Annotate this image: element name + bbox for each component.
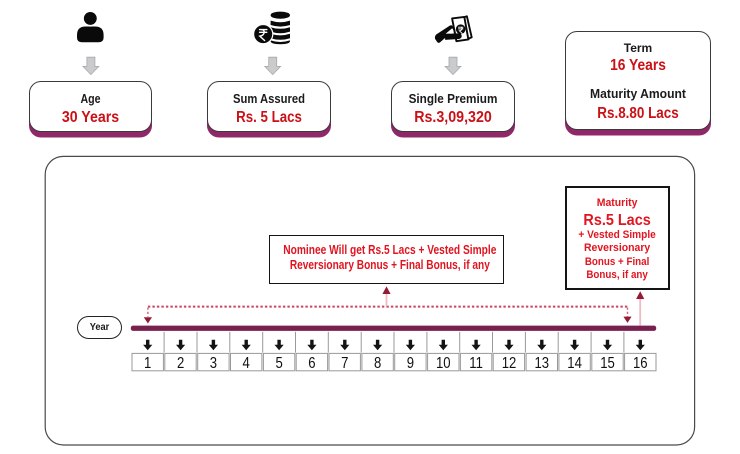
svg-text:2: 2 xyxy=(177,355,184,372)
svg-text:15: 15 xyxy=(600,355,615,372)
svg-text:9: 9 xyxy=(407,355,414,372)
svg-text:13: 13 xyxy=(535,355,550,372)
svg-text:14: 14 xyxy=(567,355,582,372)
svg-text:5: 5 xyxy=(275,355,282,372)
svg-text:10: 10 xyxy=(436,355,451,372)
svg-text:3: 3 xyxy=(210,355,217,372)
svg-text:16: 16 xyxy=(633,355,648,372)
svg-text:6: 6 xyxy=(308,355,315,372)
svg-text:12: 12 xyxy=(502,355,517,372)
svg-text:8: 8 xyxy=(374,355,381,372)
svg-text:11: 11 xyxy=(469,355,483,372)
svg-text:4: 4 xyxy=(243,355,250,372)
svg-text:7: 7 xyxy=(341,355,348,372)
svg-text:1: 1 xyxy=(144,355,151,372)
